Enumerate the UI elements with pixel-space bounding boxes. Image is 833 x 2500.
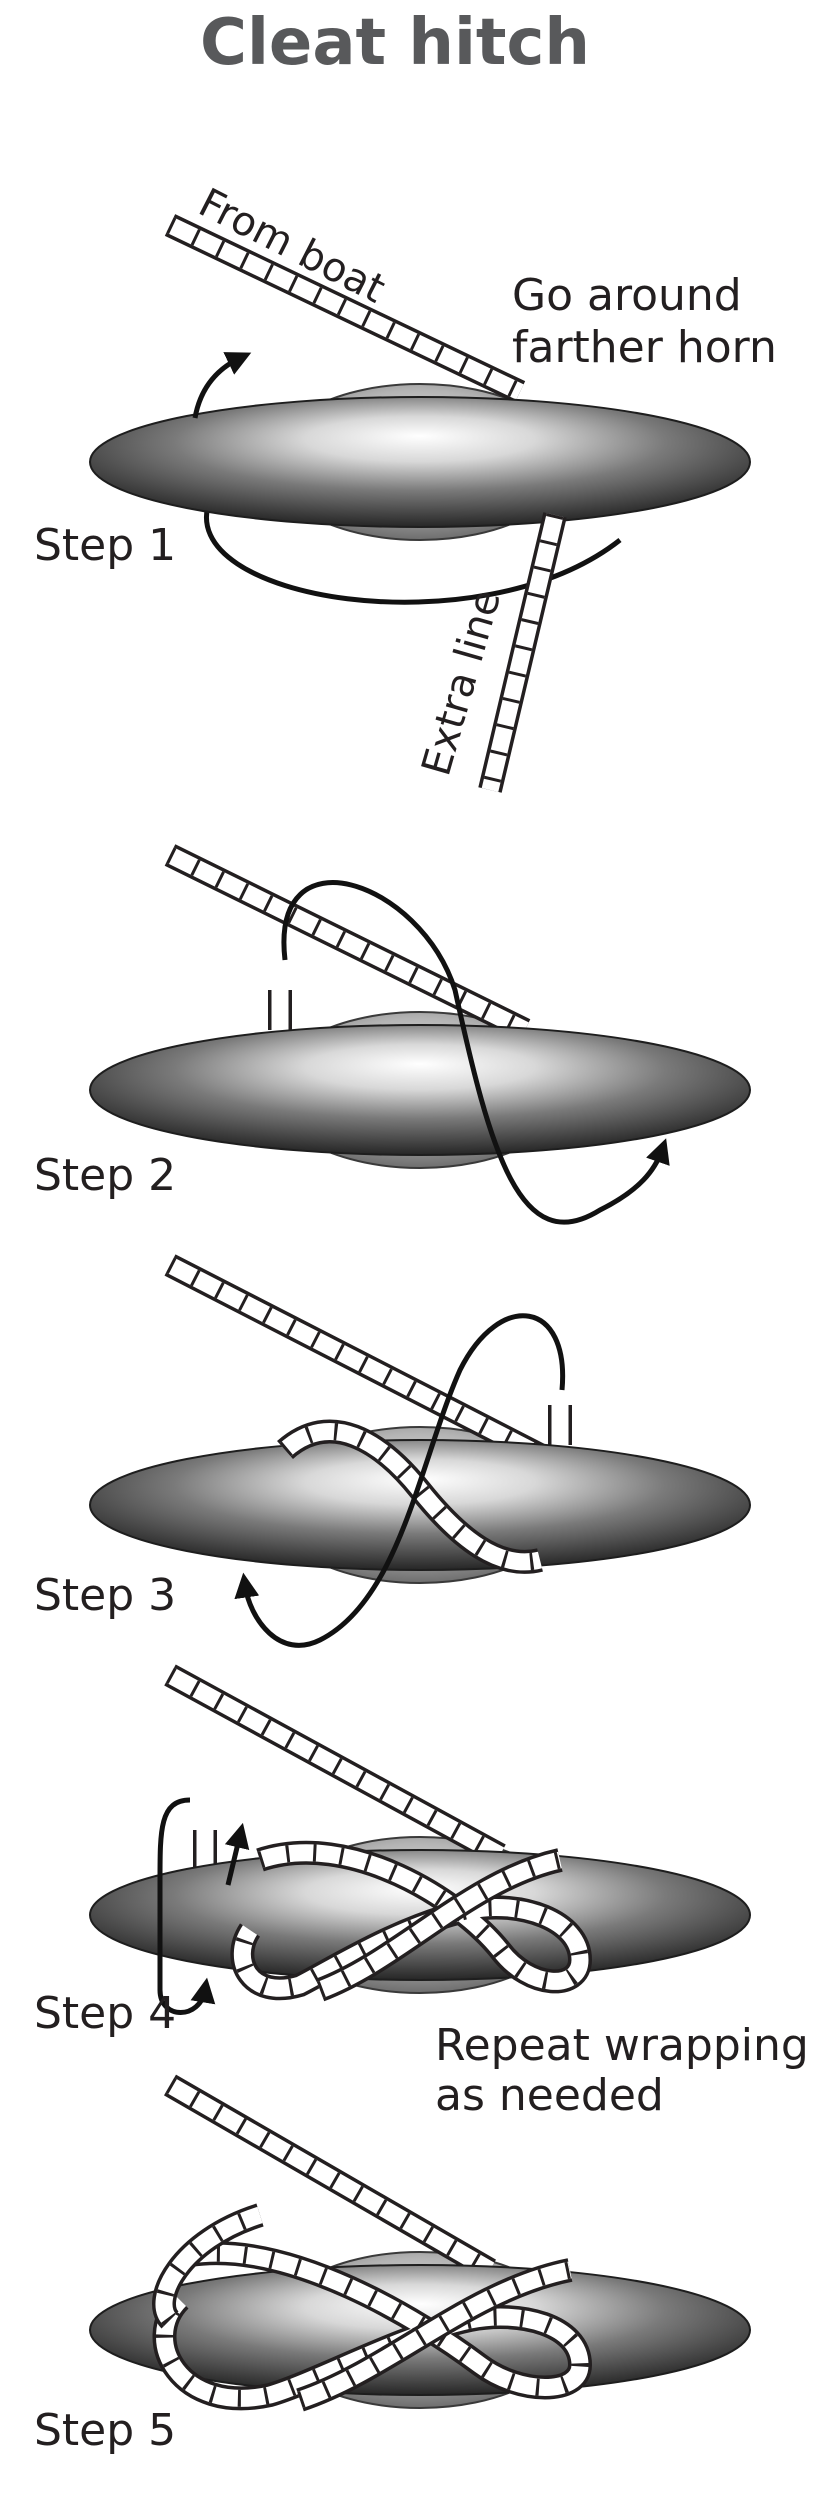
step-3-label: Step 3 [34,1570,176,1621]
repeat-label-line2: as needed [435,2070,664,2121]
go-around-label-line1: Go around [512,270,742,321]
rope-from-boat [170,855,525,1030]
step-3-illustration [90,1265,750,1645]
rope-extra-line [490,515,555,790]
step-4-label: Step 4 [34,1988,176,2039]
step-2-illustration [90,855,750,1222]
repeat-label-line1: Repeat wrapping [435,2020,809,2071]
step-2-label: Step 2 [34,1150,176,1201]
diagram-title: Cleat hitch [200,6,590,80]
step-5-illustration [90,2085,750,2408]
step-5-label: Step 5 [34,2405,176,2456]
rope-from-boat [170,1675,500,1855]
cleat-horns [90,1025,750,1155]
go-around-label-line2: farther horn [512,322,777,373]
step-1-label: Step 1 [34,520,176,571]
cleat-horns [90,397,750,527]
step-4-illustration [90,1675,750,2013]
